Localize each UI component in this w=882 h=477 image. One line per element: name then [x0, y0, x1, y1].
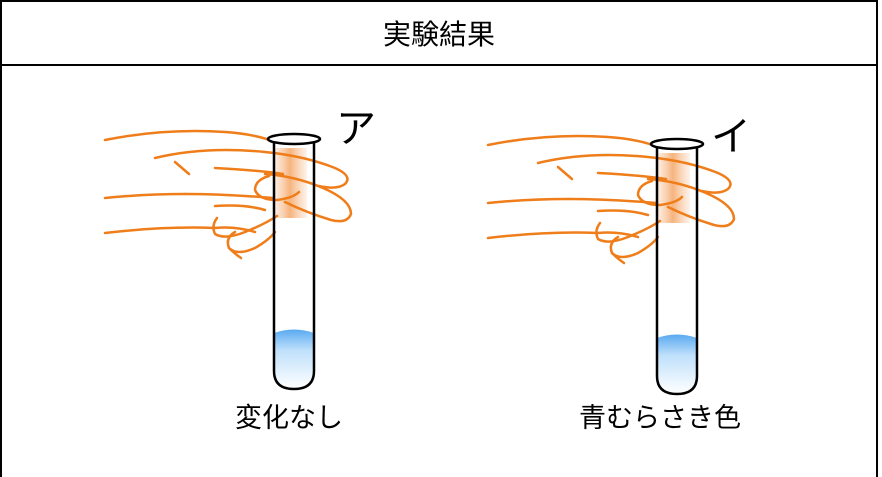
header-title: 実験結果	[2, 2, 876, 66]
tube-a-group: ア 変化なし	[103, 106, 376, 434]
tube-b-marker: イ	[711, 114, 751, 160]
tube-a-marker: ア	[336, 106, 376, 152]
tube-a-result-label: 変化なし	[235, 403, 343, 434]
tube-b-result-label: 青むらさき色	[579, 403, 741, 434]
tube-b-group: イ 青むらさき色	[486, 114, 751, 434]
